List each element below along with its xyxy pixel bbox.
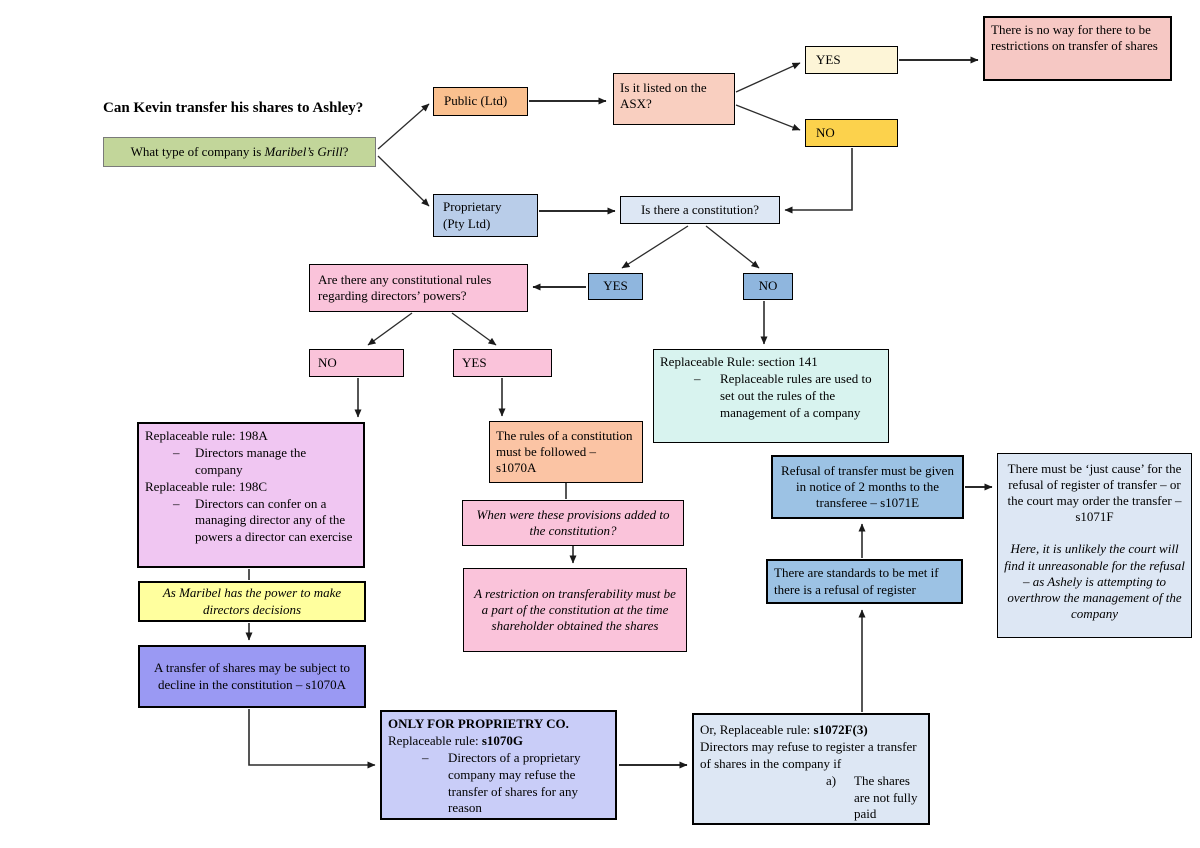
connector-company-to-proprietary: [377, 155, 430, 207]
node-rr198: Replaceable rule: 198A – Directors manag…: [137, 422, 365, 568]
bullet-dash: –: [173, 495, 180, 511]
connector-asx-to-yes: [735, 62, 801, 93]
node-provisions-added: When were these provisions added to the …: [462, 500, 684, 546]
company-type-text: What type of company is: [130, 143, 265, 159]
node-rules-question: Are there any constitutional rules regar…: [309, 264, 528, 312]
node-company-type: What type of company is Maribel’s Grill?: [103, 137, 376, 167]
page-title: Can Kevin transfer his shares to Ashley?: [103, 100, 364, 116]
node-constitution-yes: YES: [588, 273, 643, 300]
connector-company-to-public: [377, 103, 430, 150]
connector-rulesq-to-yes: [451, 312, 497, 346]
connector-asx-to-no: [735, 104, 801, 131]
node-public-ltd: Public (Ltd): [433, 87, 528, 116]
connector-rulesq-to-no: [367, 312, 413, 346]
connector-constitution-to-yes: [621, 225, 689, 269]
node-just-cause: There must be ‘just cause’ for the refus…: [997, 453, 1192, 638]
node-only-proprietary: ONLY FOR PROPRIETRY CO. Replaceable rule…: [380, 710, 617, 820]
node-proprietary: Proprietary (Pty Ltd): [433, 194, 538, 237]
node-asx-no: NO: [805, 119, 898, 147]
node-constitution-question: Is there a constitution?: [620, 196, 780, 224]
node-transfer-decline: A transfer of shares may be subject to d…: [138, 645, 366, 708]
node-rules-yes: YES: [453, 349, 552, 377]
connector-constitution-to-no: [705, 225, 760, 269]
node-standards: There are standards to be met if there i…: [766, 559, 963, 604]
node-constitution-no: NO: [743, 273, 793, 300]
node-or-replaceable-rule: Or, Replaceable rule: s1072F(3) Director…: [692, 713, 930, 825]
node-asx-question: Is it listed on the ASX?: [613, 73, 735, 125]
company-name-italic: Maribel’s Grill: [264, 143, 343, 159]
bullet-dash: –: [422, 749, 429, 765]
connector-no-to-constitution: [784, 148, 853, 214]
node-rules-followed: The rules of a constitution must be foll…: [489, 421, 643, 483]
connector-transfer-to-onlypty: [248, 709, 376, 769]
node-maribel-power: As Maribel has the power to make directo…: [138, 581, 366, 622]
node-restriction-part: A restriction on transferability must be…: [463, 568, 687, 652]
node-no-restrictions: There is no way for there to be restrict…: [983, 16, 1172, 81]
bullet-dash: –: [173, 444, 180, 460]
node-asx-yes: YES: [805, 46, 898, 74]
node-rr141: Replaceable Rule: section 141 – Replacea…: [653, 349, 889, 443]
bullet-dash: –: [694, 370, 701, 386]
node-rules-no: NO: [309, 349, 404, 377]
node-refusal-notice: Refusal of transfer must be given in not…: [771, 455, 964, 519]
